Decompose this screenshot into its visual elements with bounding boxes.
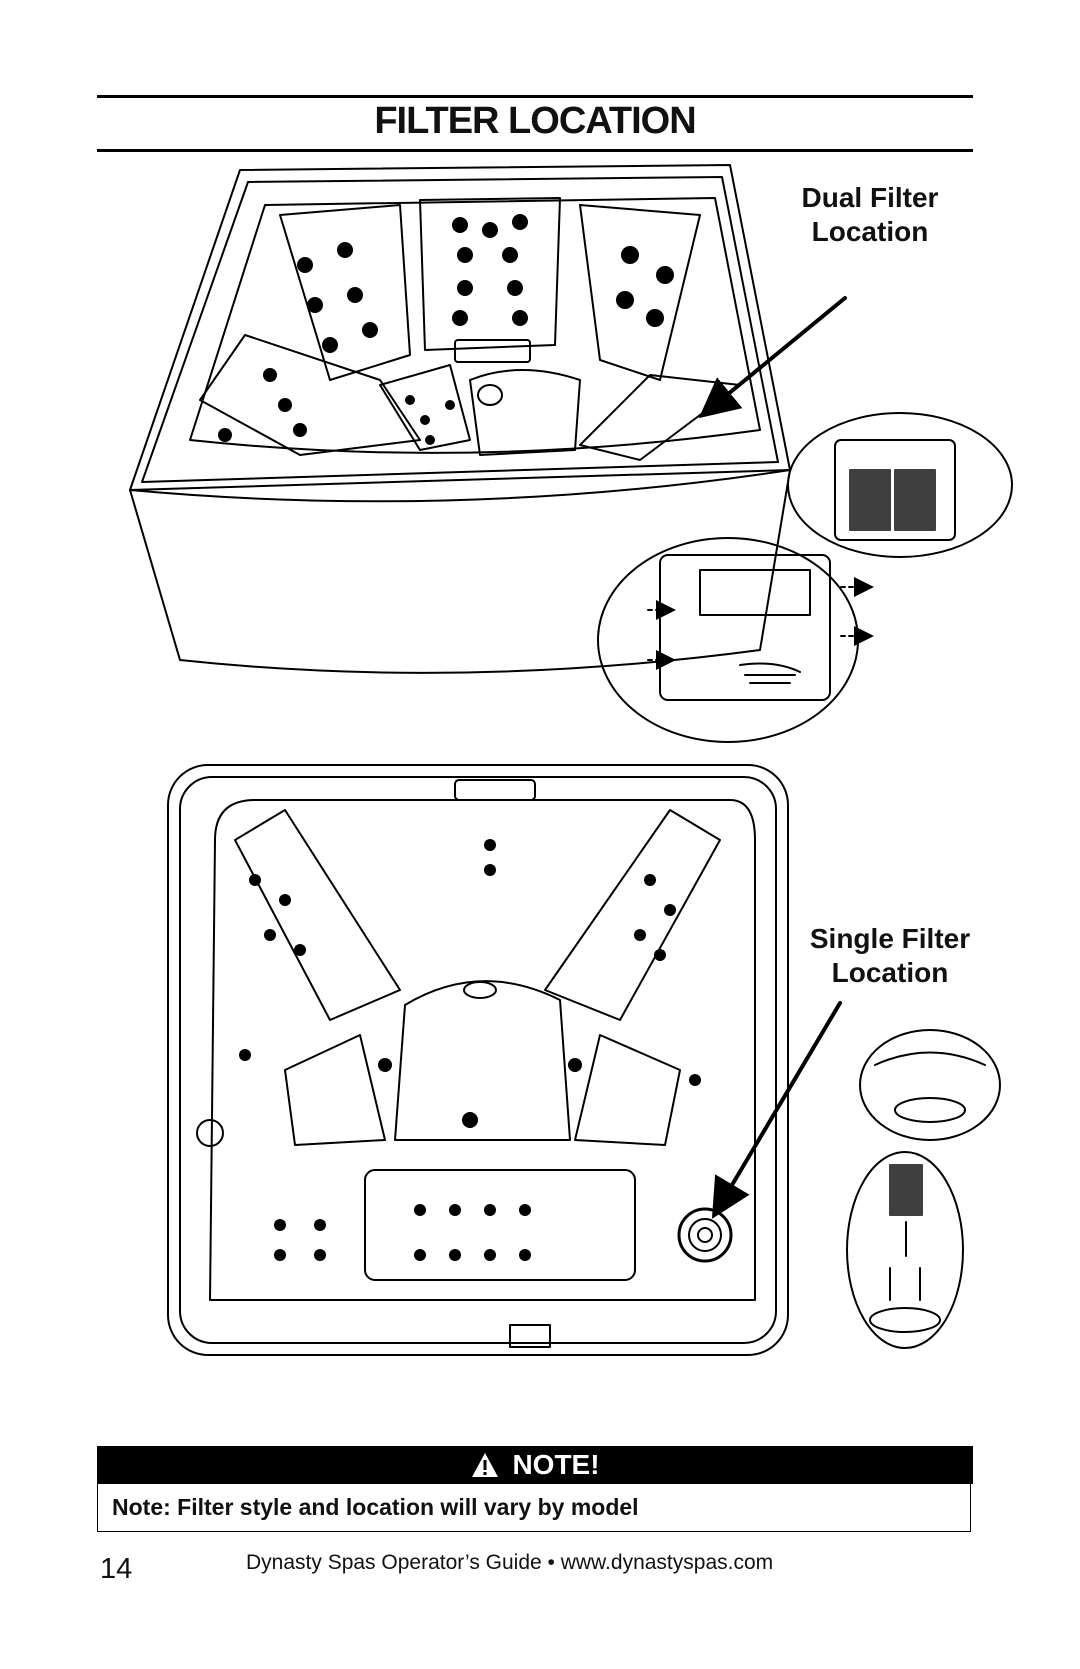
filter-cartridge-right xyxy=(894,469,936,531)
dual-filter-label: Dual Filter Location xyxy=(790,181,950,249)
note-heading: NOTE! xyxy=(512,1449,600,1480)
single-filter-label-line1: Single Filter xyxy=(809,923,971,954)
dual-filter-detail xyxy=(597,412,1013,743)
page-number: 14 xyxy=(100,1553,133,1585)
footer-text: Dynasty Spas Operator’s Guide • www.dyna… xyxy=(246,1551,774,1574)
jets-back xyxy=(218,214,674,445)
title-bottom-rule xyxy=(97,149,973,152)
single-filter-label: Single Filter Location xyxy=(800,922,980,990)
dual-filter-label-line1: Dual Filter xyxy=(801,182,939,213)
note-box: Note: Filter style and location will var… xyxy=(97,1484,971,1532)
filter-cartridge-left xyxy=(849,469,891,531)
single-filter-label-line2: Location xyxy=(831,957,949,988)
dual-filter-pointer-arrow xyxy=(698,296,847,419)
dual-filter-label-line2: Location xyxy=(811,216,929,247)
note-text: Note: Filter style and location will var… xyxy=(112,1494,639,1520)
warning-icon xyxy=(472,1453,499,1477)
single-filter-detail xyxy=(846,1029,1001,1349)
water-flow-arrows xyxy=(647,577,874,670)
spa-illustrations xyxy=(129,164,1013,1356)
dual-filter-spa-drawing xyxy=(129,164,791,674)
single-filter-spa-drawing xyxy=(167,764,789,1356)
jets-top xyxy=(239,839,701,1261)
note-heading-bar: NOTE! xyxy=(97,1446,973,1484)
page-title: FILTER LOCATION xyxy=(374,100,696,142)
title-top-rule xyxy=(97,95,973,98)
single-filter-cartridge xyxy=(889,1164,923,1216)
single-filter-pointer-arrow xyxy=(711,1001,842,1219)
